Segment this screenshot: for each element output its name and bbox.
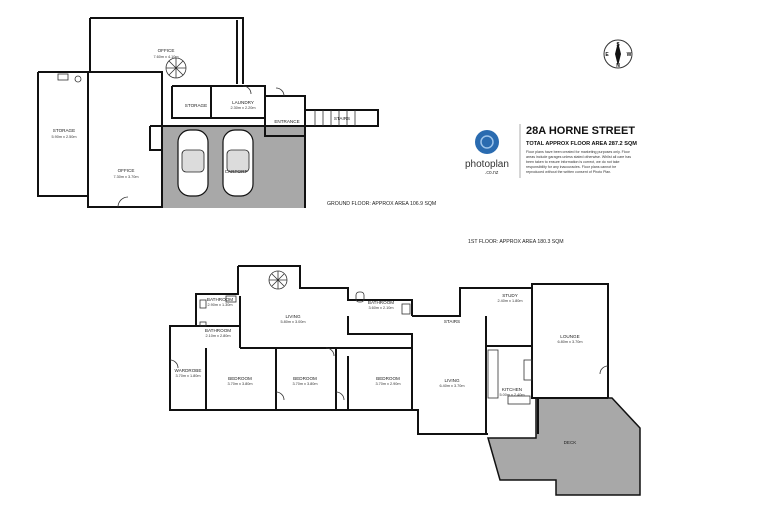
disclaimer-line: Floor plans have been created for market… — [526, 150, 631, 154]
room-label: DECK — [564, 440, 578, 445]
photoplan-logo-icon — [475, 130, 499, 154]
room-label: STORAGE — [185, 103, 207, 108]
room-label: KITCHEN — [502, 387, 522, 392]
disclaimer-line: areas include garages unless stated othe… — [526, 155, 631, 159]
compass-east: W — [627, 52, 632, 58]
disclaimer-line: responsibility for any inaccuracies. Flo… — [526, 165, 616, 169]
room-label: STORAGE — [53, 128, 75, 133]
room-label: LIVING — [285, 314, 300, 319]
room-label: CARPORT — [225, 169, 248, 174]
logo-text: photoplan — [465, 159, 509, 170]
room-dims: 3.70m x 3.80m — [227, 382, 252, 386]
room-label: BATHROOM — [368, 300, 394, 305]
disclaimer-line: reproduced without the written consent o… — [526, 170, 611, 174]
room-dims: 3.70m x 2.90m — [375, 382, 400, 386]
room-dims: 2.10m x 2.80m — [205, 334, 230, 338]
room-label: BATHROOM — [205, 328, 231, 333]
compass-west: E — [605, 52, 609, 58]
room-dims: 5.80m x 3.00m — [280, 320, 305, 324]
room-dims: 5.90m x 2.50m — [51, 135, 76, 139]
room-label: BEDROOM — [228, 376, 252, 381]
compass-north: S — [616, 42, 620, 48]
compass-icon: S N E W — [603, 39, 633, 69]
room-label: LIVING — [444, 378, 459, 383]
car-icon — [222, 129, 254, 197]
deck-area — [487, 397, 641, 496]
room-label: ENTRANCE — [274, 119, 299, 124]
room-dims: 6.80m x 3.70m — [557, 340, 582, 344]
room-label: WARDROBE — [175, 368, 202, 373]
room-dims: 3.60m x 2.10m — [368, 306, 393, 310]
room-dims: 7.60m x 4.10m — [153, 55, 178, 59]
room-dims: 6.40m x 3.70m — [439, 384, 464, 388]
first-floor-plan: BATHROOM 2.90m x 1.30m BATHROOM 2.10m x … — [169, 265, 641, 496]
room-dims: 3.70m x 3.80m — [292, 382, 317, 386]
room-label: LAUNDRY — [232, 100, 254, 105]
ground-floor-area: GROUND FLOOR: APPROX AREA 106.9 SQM — [327, 201, 436, 207]
compass-south: N — [616, 63, 620, 69]
disclaimer-line: been taken to ensure information is corr… — [526, 160, 620, 164]
room-label: BATHROOM — [207, 297, 233, 302]
total-area: TOTAL APPROX FLOOR AREA 287.2 SQM — [526, 141, 637, 147]
room-label: STAIRS — [444, 319, 460, 324]
room-label: OFFICE — [118, 168, 135, 173]
room-label: OFFICE — [158, 48, 175, 53]
room-dims: 2.30m x 2.20m — [230, 106, 255, 110]
room-dims: 5.00m x 2.40m — [499, 393, 524, 397]
ground-floor-plan: OFFICE 7.60m x 4.10m STORAGE 5.90m x 2.5… — [37, 17, 436, 208]
room-dims: 7.30m x 3.70m — [113, 175, 138, 179]
room-label: LOUNGE — [560, 334, 579, 339]
room-label: STAIRS — [334, 116, 350, 121]
logo-domain: .co.nz — [485, 170, 499, 176]
room-dims: 3.70m x 1.80m — [175, 374, 200, 378]
room-dims: 2.40m x 1.80m — [497, 299, 522, 303]
car-icon — [177, 129, 209, 197]
property-address: 28A HORNE STREET — [526, 125, 635, 137]
title-block: photoplan .co.nz 28A HORNE STREET TOTAL … — [465, 124, 637, 178]
room-label: STUDY — [502, 293, 518, 298]
first-floor-area: 1ST FLOOR: APPROX AREA 180.3 SQM — [468, 239, 564, 245]
room-dims: 2.90m x 1.30m — [207, 303, 232, 307]
room-label: BEDROOM — [376, 376, 400, 381]
room-label: BEDROOM — [293, 376, 317, 381]
